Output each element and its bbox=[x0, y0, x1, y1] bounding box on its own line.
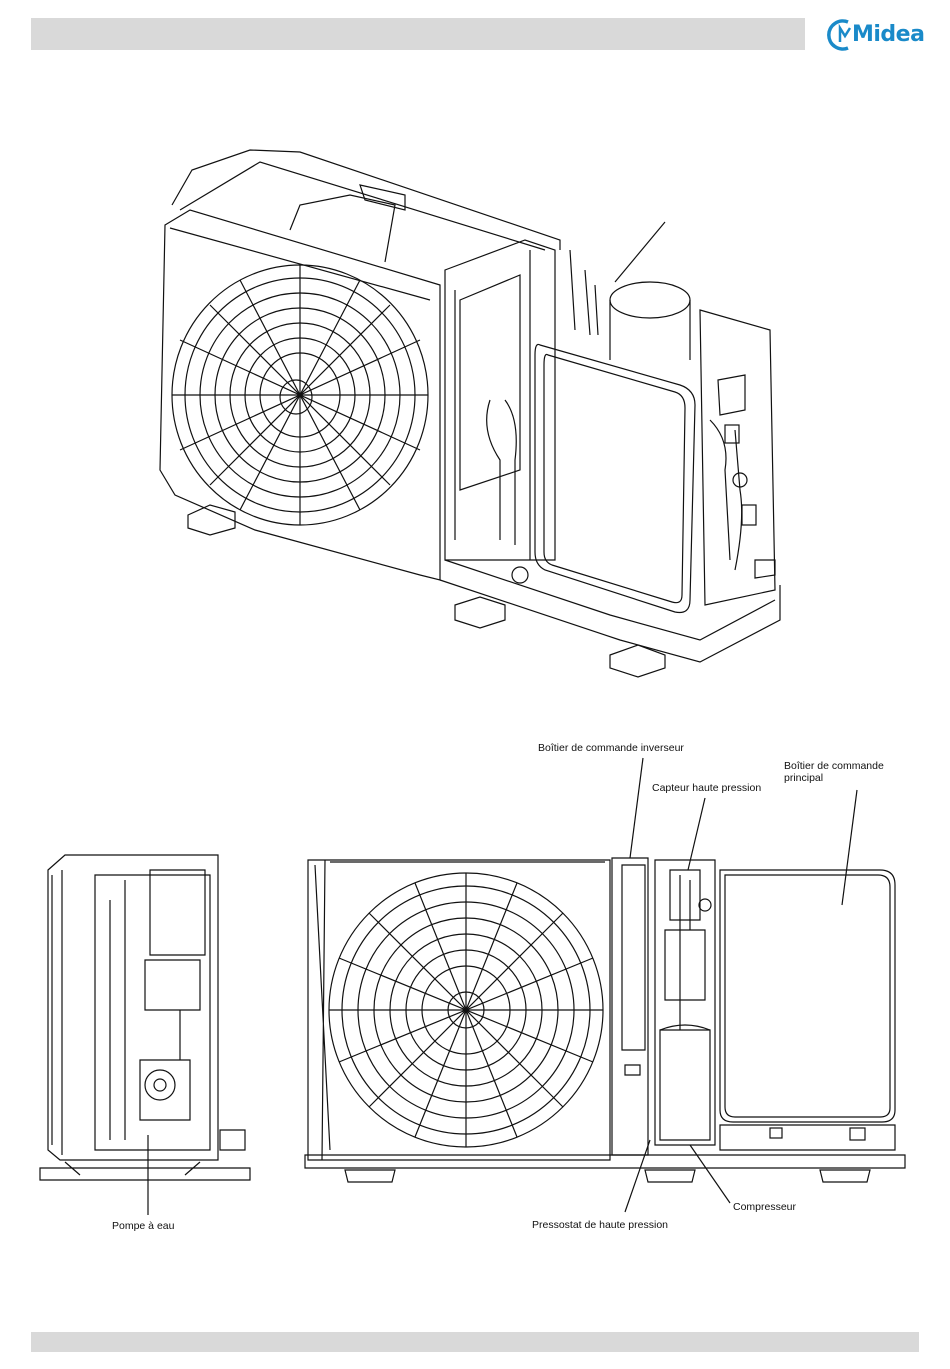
footer-bar bbox=[31, 1332, 919, 1352]
pressure-switch-label: Pressostat de haute pression bbox=[532, 1219, 668, 1231]
isometric-unit-view bbox=[160, 150, 780, 677]
compressor-label: Compresseur bbox=[733, 1201, 796, 1213]
inverter-box-label: Boîtier de commande inverseur bbox=[538, 742, 684, 754]
front-view bbox=[305, 758, 905, 1212]
water-pump-label: Pompe à eau bbox=[112, 1220, 174, 1232]
main-box-label: Boîtier de commande principal bbox=[784, 760, 904, 784]
pressure-sensor-label: Capteur haute pression bbox=[652, 782, 761, 794]
side-view bbox=[40, 855, 250, 1215]
